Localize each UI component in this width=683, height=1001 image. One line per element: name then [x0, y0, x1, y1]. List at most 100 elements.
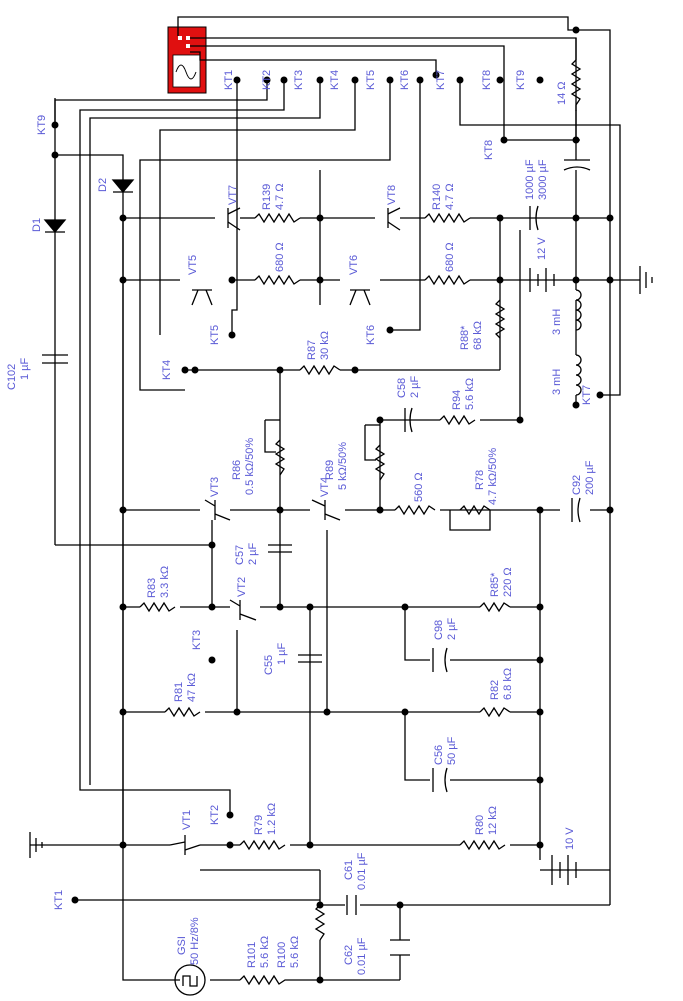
- vt4-label: VT4: [319, 477, 331, 497]
- kt5-label: KT5: [365, 70, 377, 90]
- diode-d2: [111, 179, 135, 194]
- kt3-side-label: KT3: [191, 630, 203, 650]
- kt1-label: KT1: [223, 70, 235, 90]
- components: [29, 59, 653, 996]
- c58-name: C58: [396, 378, 408, 398]
- vt6-label: VT6: [348, 255, 360, 275]
- c98-name: C98: [433, 620, 445, 640]
- generator-gsi: [174, 964, 206, 996]
- c57-value: 2 µF: [247, 542, 259, 565]
- resistor-r139: [254, 212, 301, 224]
- vt3-label: VT3: [209, 477, 221, 497]
- r86-name: R86: [231, 460, 243, 480]
- r94-name: R94: [451, 390, 463, 410]
- c62-value: 0.01 µF: [356, 937, 368, 975]
- r87-name: R87: [306, 340, 318, 360]
- c62-name: C62: [343, 945, 355, 965]
- kt2-label: KT2: [261, 70, 273, 90]
- c56-name: C56: [433, 745, 445, 765]
- inductor-1: [575, 289, 582, 331]
- r100-name: R100: [276, 942, 288, 968]
- resistor-r87: [299, 364, 341, 376]
- c102-value: 1 µF: [19, 357, 31, 380]
- resistor-r86: [274, 439, 286, 476]
- c61-name: C61: [343, 860, 355, 880]
- resistor-r82: [479, 706, 511, 718]
- resistor-r100: [314, 904, 326, 941]
- r78-value: 4.7 kΩ/50%: [487, 448, 499, 505]
- resistor-r89: [374, 444, 386, 481]
- r78-name: R78: [474, 470, 486, 490]
- r87-value: 30 kΩ: [319, 331, 331, 360]
- r81-name: R81: [173, 682, 185, 702]
- r140-name: R140: [431, 184, 443, 210]
- c102-name: C102: [6, 364, 18, 390]
- r680b-value: 680 Ω: [444, 242, 456, 272]
- resistor-680a: [254, 274, 301, 286]
- kt9-label: KT9: [515, 70, 527, 90]
- kt8-label: KT8: [481, 70, 493, 90]
- r100-value: 5.6 kΩ: [289, 936, 301, 968]
- r86-value: 0.5 kΩ/50%: [244, 438, 256, 495]
- r85-name: R85*: [489, 572, 501, 597]
- r560-value: 560 Ω: [413, 472, 425, 502]
- vt7-label: VT7: [227, 185, 239, 205]
- r101-value: 5.6 kΩ: [259, 936, 271, 968]
- generator-value: 50 Hz/8%: [189, 917, 201, 965]
- resistor-r79: [239, 839, 286, 851]
- r83-value: 3.3 kΩ: [159, 566, 171, 598]
- r85-value: 220 Ω: [502, 567, 514, 597]
- kt1-side-label: KT1: [53, 890, 65, 910]
- c56-value: 50 µF: [446, 736, 458, 765]
- kt7-label: KT7: [435, 70, 447, 90]
- kt9-side-label: KT9: [36, 115, 48, 135]
- d1-label: D1: [31, 218, 43, 232]
- kt2-side-label: KT2: [209, 805, 221, 825]
- vt5-label: VT5: [187, 255, 199, 275]
- kt4-label: KT4: [329, 70, 341, 90]
- battery-12v-label: 12 V: [536, 237, 548, 260]
- vt8-label: VT8: [386, 185, 398, 205]
- resistor-r94: [439, 414, 476, 426]
- generator-name: GSI: [176, 936, 188, 955]
- r94-value: 5.6 kΩ: [464, 378, 476, 410]
- c57-name: C57: [234, 545, 246, 565]
- r80-name: R80: [474, 815, 486, 835]
- inductor-1-value: 3 mH: [551, 309, 563, 335]
- r101-name: R101: [246, 942, 258, 968]
- resistor-r83: [139, 601, 176, 613]
- resistor-r80: [459, 839, 506, 851]
- wiring: [30, 16, 621, 981]
- r139-name: R139: [261, 184, 273, 210]
- resistor-r140: [424, 212, 471, 224]
- r139-value: 4.7 Ω: [274, 183, 286, 210]
- resistor-r78: [459, 504, 491, 516]
- r83-name: R83: [146, 578, 158, 598]
- r88-value: 68 kΩ: [472, 321, 484, 350]
- r89-name: R89: [324, 460, 336, 480]
- r79-name: R79: [253, 815, 265, 835]
- c55-value: 1 µF: [276, 642, 288, 665]
- resistor-r85: [479, 601, 511, 613]
- resistor-r14: [570, 59, 582, 111]
- c1000-value: 1000 µF: [524, 159, 536, 200]
- c61-value: 0.01 µF: [356, 852, 368, 890]
- vt2-label: VT2: [236, 577, 248, 597]
- c98-value: 2 µF: [446, 617, 458, 640]
- c92-name: C92: [571, 475, 583, 495]
- kt4-side-label: KT4: [161, 360, 173, 380]
- kt6-side-label: KT6: [365, 325, 377, 345]
- resistor-r560: [394, 504, 436, 516]
- vt1-label: VT1: [181, 810, 193, 830]
- r79-value: 1.2 kΩ: [266, 803, 278, 835]
- c92-value: 200 µF: [584, 460, 596, 495]
- r88-name: R88*: [459, 325, 471, 350]
- c58-value: 2 µF: [409, 375, 421, 398]
- r80-value: 12 kΩ: [487, 806, 499, 835]
- inductor-2-value: 3 mH: [551, 369, 563, 395]
- inductor-2: [575, 354, 582, 396]
- r89-value: 5 kΩ/50%: [337, 442, 349, 490]
- labels: KT1 KT2 KT3 KT4 KT5 KT6 KT7 KT8 KT9 KT9 …: [6, 70, 596, 975]
- c55-name: C55: [263, 655, 275, 675]
